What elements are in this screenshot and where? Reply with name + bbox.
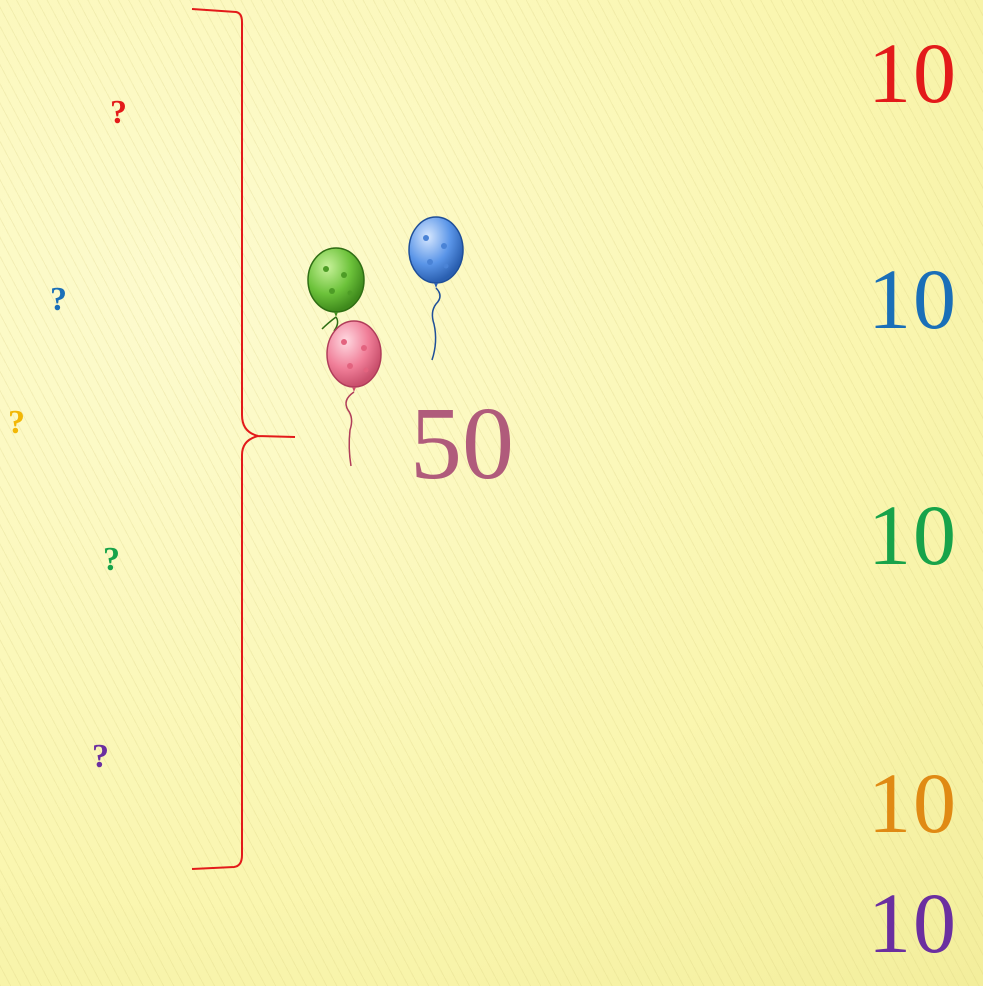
number-purple: 10: [868, 875, 958, 971]
green-balloon-icon: [307, 247, 365, 332]
question-mark-red: ?: [110, 94, 127, 131]
number-green: 10: [868, 487, 958, 583]
pink-balloon-icon: [326, 320, 382, 467]
question-mark-purple: ?: [92, 738, 109, 775]
number-red: 10: [868, 25, 958, 121]
question-mark-yellow: ?: [8, 404, 25, 441]
number-blue: 10: [868, 251, 958, 347]
total-number: 50: [410, 386, 514, 501]
blue-balloon-icon: [408, 216, 464, 361]
number-orange: 10: [868, 755, 958, 851]
question-mark-blue: ?: [50, 281, 67, 318]
question-mark-green: ?: [103, 541, 120, 578]
